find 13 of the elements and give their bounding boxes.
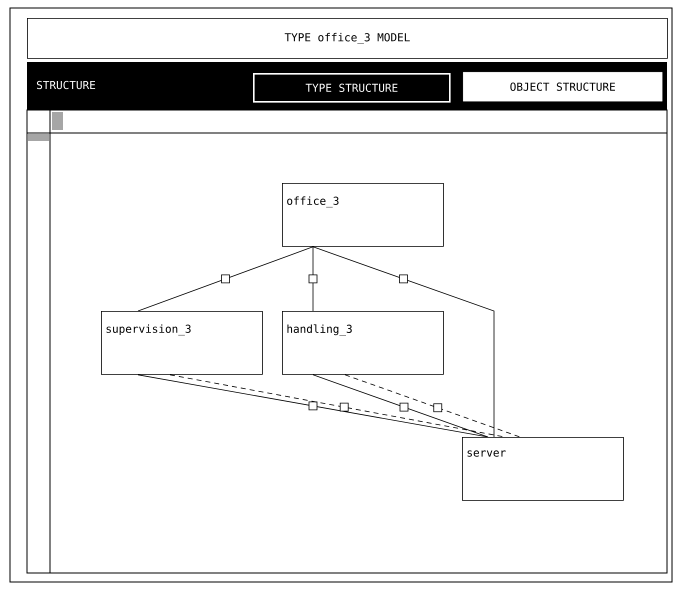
class-box: supervision_3	[101, 311, 263, 375]
class-box: server	[462, 437, 624, 501]
connector	[344, 374, 520, 438]
title-bar: TYPE office_3 MODEL	[27, 18, 668, 59]
connector	[138, 246, 314, 312]
class-box: office_3	[282, 183, 444, 247]
connector	[308, 246, 318, 312]
connector	[312, 374, 488, 438]
tab-button: OBJECT STRUCTURE	[463, 72, 662, 102]
toolbar-label: STRUCTURE	[36, 80, 96, 90]
connector	[312, 246, 494, 438]
tab-button: TYPE STRUCTURE	[253, 73, 451, 103]
class-box: handling_3	[282, 311, 444, 375]
